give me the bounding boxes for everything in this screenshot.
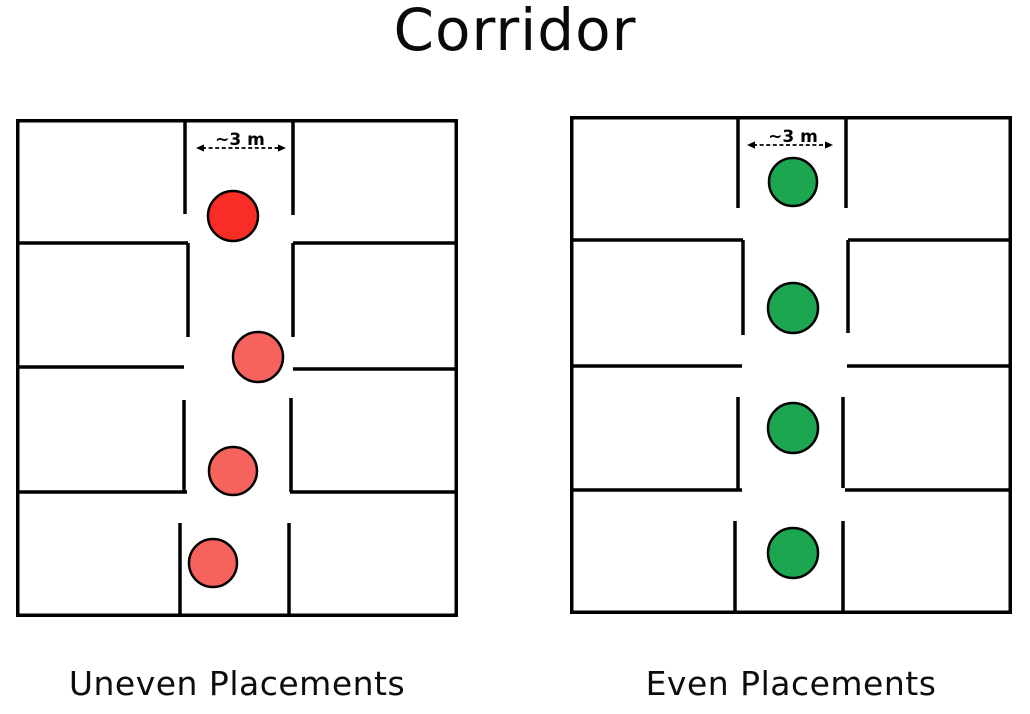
occupant-marker — [207, 445, 259, 497]
occupant-marker — [766, 281, 820, 335]
occupant-marker — [231, 330, 285, 384]
occupant-marker — [766, 526, 820, 580]
occupant-marker — [766, 401, 820, 455]
floorplan-uneven-placements: ~3 m Uneven Placements — [16, 119, 458, 703]
occupant-marker — [187, 537, 239, 589]
corridor-width-label: ~3 m — [215, 130, 265, 150]
floorplan-even-placements: ~3 m Even Placements — [570, 116, 1012, 703]
arrowhead-left-icon — [747, 141, 755, 149]
caption-even-placements: Even Placements — [645, 664, 937, 703]
floorplan-uneven-svg: ~3 m — [16, 119, 458, 617]
arrowhead-right-icon — [825, 141, 833, 149]
floorplan-even-svg: ~3 m — [570, 116, 1012, 614]
arrowhead-right-icon — [278, 144, 286, 152]
occupant-marker — [767, 156, 819, 208]
corridor-width-label: ~3 m — [768, 127, 818, 147]
occupant-marker — [206, 189, 260, 243]
caption-uneven-placements: Uneven Placements — [68, 664, 406, 703]
page-title: Corridor — [393, 0, 637, 64]
arrowhead-left-icon — [196, 144, 204, 152]
